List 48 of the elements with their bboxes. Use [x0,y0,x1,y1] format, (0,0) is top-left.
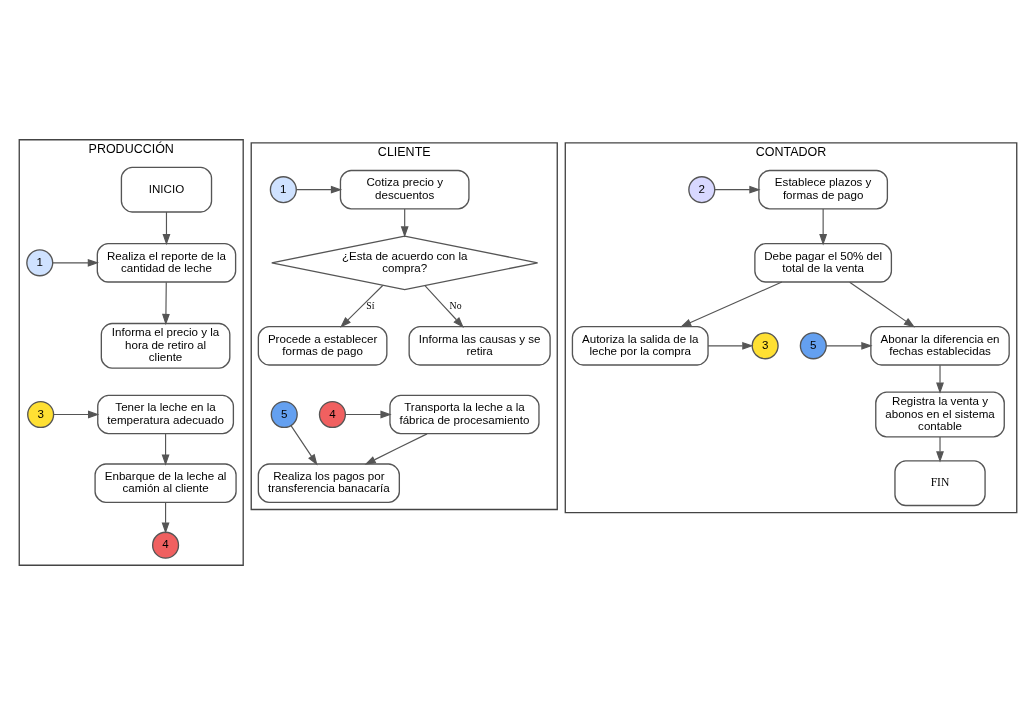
arrow [161,281,170,326]
node-circle: 3 [27,400,55,429]
node-box: INICIO [120,166,213,213]
node-box: Transporta la leche a la fábrica de procesamiento [389,394,540,435]
arrow [936,436,944,463]
node-box: Registra la venta y abonos en el sistema contable [875,391,1005,438]
node-box: FIN [894,460,986,507]
arrow [364,433,428,465]
node-diamond: ¿Esta de acuerdo con la compra? [271,235,539,291]
arrow [345,410,392,419]
arrow [53,410,100,419]
node-circle: 4 [151,531,180,559]
node-circle: 5 [270,400,298,429]
arrow [825,341,873,350]
arrow [849,281,916,328]
node-box: Informa las causas y se retira [408,325,551,366]
arrow [680,281,783,328]
node-circle: 5 [799,332,827,360]
node-circle: 1 [269,176,297,204]
arrow [714,185,761,194]
node-circle: 2 [688,176,716,204]
node-circle: 1 [26,249,54,277]
arrow [936,364,944,394]
node-box: Realiza los pagos por transferencia banacaría [257,463,400,504]
arrow [161,433,170,466]
arrow [290,425,318,466]
arrow [52,258,99,267]
node-box: Realiza el reporte de la cantidad de leche [96,243,237,283]
node-box: Autoriza la salida de la leche por la compra [571,325,709,366]
node-box: Establece plazos y formas de pago [758,169,889,210]
node-box: Debe pagar el 50% del total de la venta [754,243,893,283]
arrow [295,185,343,194]
edge-label: Sí [366,300,375,312]
node-box: Informa el precio y la hora de retiro al cliente [100,322,231,369]
arrow [707,341,754,350]
node-box: Cotiza precio y descuentos [339,169,470,210]
edge-label: No [449,300,462,312]
arrow [340,284,384,328]
arrow [161,501,170,534]
node-circle: 4 [318,400,347,429]
arrow [424,285,464,328]
arrow [819,208,828,246]
node-box: Enbarque de la leche al camión al cliente [94,463,237,504]
arrow [162,211,171,246]
node-box: Abonar la diferencia en fechas establecidas [870,325,1010,366]
node-circle: 3 [751,332,779,360]
node-box: Procede a establecer formas de pago [257,325,388,366]
node-box: Tener la leche en la temperatura adecuado [97,394,235,435]
